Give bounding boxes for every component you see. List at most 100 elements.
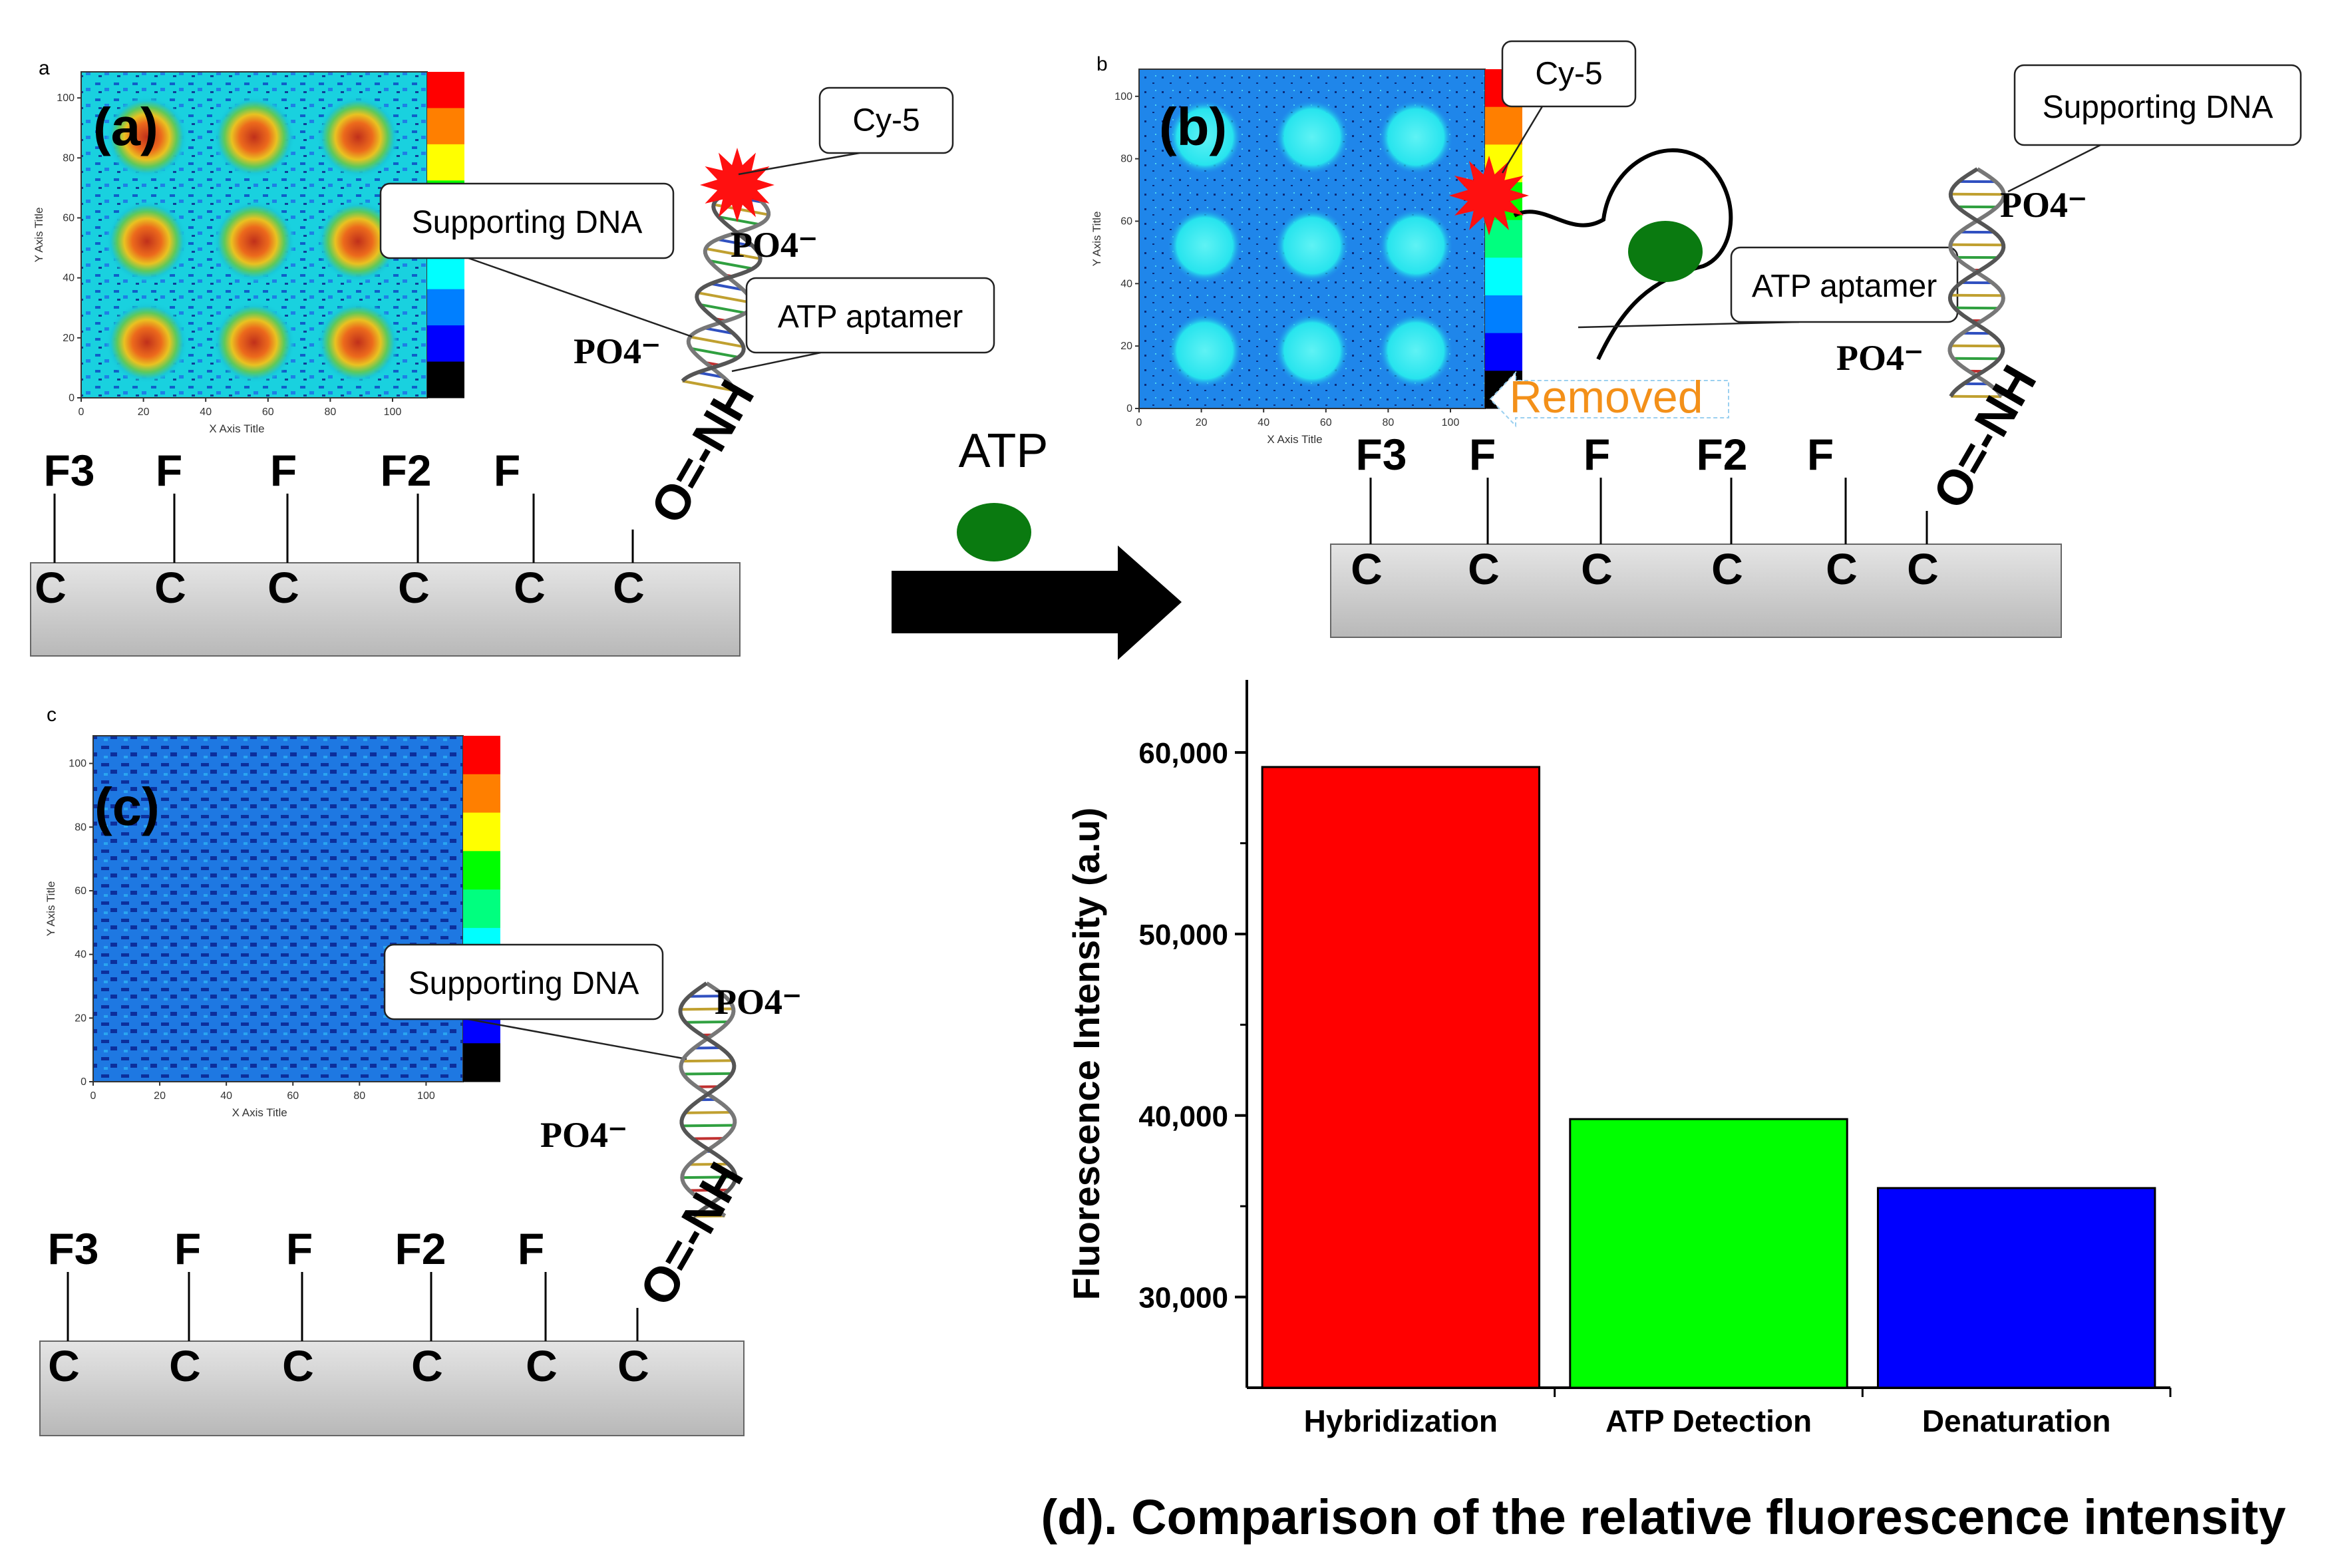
y-axis-title: Y Axis Title [45, 881, 57, 937]
y-tick-label: 20 [63, 333, 75, 344]
spot [1167, 100, 1242, 174]
spot [1379, 100, 1453, 174]
base-pair [691, 347, 739, 359]
y-tick-label: 40 [75, 949, 86, 961]
arrow-label: ATP [959, 424, 1049, 478]
po4-bottom: PO4⁻ [1836, 338, 1924, 378]
y-tick-label: 80 [63, 152, 75, 164]
base-pair [697, 291, 753, 305]
surface-label: F2 [395, 1224, 446, 1273]
substrate [30, 562, 741, 657]
x-tick-label: 0 [1136, 417, 1142, 428]
cy5-callout-pointer [738, 152, 860, 176]
spot [1275, 313, 1349, 389]
bar-hybridization [1261, 766, 1541, 1389]
y-axis-label: Fluorescence Intensity (a.u) [1065, 808, 1107, 1301]
x-tick-label: 20 [154, 1090, 166, 1102]
colorbar-swatch [427, 108, 464, 145]
dna-strand [1947, 167, 2006, 398]
y-tick-label: 60,000 [1138, 737, 1228, 770]
dna-strand [1947, 167, 2006, 398]
colorbar-swatch [463, 736, 500, 775]
y-tick-label: 0 [69, 392, 75, 404]
removed-label: Removed [1509, 372, 1703, 422]
dna-strand [679, 981, 737, 1218]
x-tick-label: 60 [262, 406, 274, 418]
spot [213, 96, 295, 178]
base-pair [693, 1137, 725, 1140]
base-pair [689, 1188, 729, 1192]
x-tick-label: 40 [220, 1090, 232, 1102]
surface-label: F3 [1355, 430, 1407, 479]
y-tick-label: 20 [75, 1013, 86, 1024]
supporting-dna-callout-box [379, 182, 675, 259]
atp-molecule [957, 503, 1031, 561]
y-tick-label: 0 [1126, 403, 1132, 414]
po4-top: PO4⁻ [731, 225, 818, 265]
x-tick-label: 80 [353, 1090, 365, 1102]
carbon-label: C [1351, 544, 1383, 593]
spot [1167, 208, 1242, 283]
y-tick-label: 100 [69, 758, 86, 770]
dna-strand [686, 186, 771, 392]
surface-label: F2 [1696, 430, 1747, 479]
x-axis-title: X Axis Title [1267, 433, 1322, 446]
y-tick-label: 50,000 [1138, 919, 1228, 951]
supporting-dna-callout-pointer [468, 1018, 687, 1060]
colorbar-swatch [427, 144, 464, 181]
carbon-label: C [35, 563, 67, 612]
colorbar-swatch [463, 1043, 500, 1082]
surface-label: F3 [43, 446, 94, 495]
cy5-callout-box [818, 86, 954, 154]
carbon-label: C [169, 1341, 201, 1390]
carbon-label: C [154, 563, 186, 612]
y-tick-label: 100 [1114, 91, 1132, 102]
x-tick-label: 80 [1383, 417, 1395, 428]
spot [317, 301, 399, 384]
panel-c-corner: c [47, 704, 57, 726]
x-tick-label: 40 [200, 406, 212, 418]
supporting-dna-callout-text: Supporting DNA [409, 966, 639, 1001]
spot [105, 200, 188, 283]
carbon-label: C [1711, 544, 1743, 593]
panel-a-corner: a [39, 57, 50, 79]
surface-label: F2 [380, 446, 431, 495]
x-tick-label: 100 [1442, 417, 1460, 428]
po4-bottom: PO4⁻ [540, 1115, 627, 1155]
spot [317, 96, 399, 178]
po4-top: PO4⁻ [715, 982, 802, 1022]
spot [105, 96, 188, 178]
colorbar-swatch [463, 774, 500, 814]
spot [1379, 208, 1453, 283]
removed-arrow [1489, 371, 1729, 428]
cy5-starburst [700, 148, 774, 222]
base-pair [710, 282, 744, 291]
x-tick-label: 60 [1320, 417, 1332, 428]
base-pair [704, 327, 734, 335]
cy5-callout-text: Cy-5 [852, 103, 920, 138]
y-tick-label: 30,000 [1138, 1282, 1228, 1315]
carbon-label: C [282, 1341, 314, 1390]
x-tick-label: 60 [287, 1090, 299, 1102]
base-pair [685, 1111, 731, 1114]
panel-b-corner: b [1096, 53, 1108, 75]
y-tick-label: 40 [63, 273, 75, 284]
colorbar-swatch [463, 851, 500, 890]
spot [105, 301, 188, 384]
x-tick-label: 20 [138, 406, 150, 418]
base-pair [682, 379, 735, 392]
y-axis-title: Y Axis Title [33, 208, 45, 263]
panel-a-tag: (a) [93, 97, 158, 156]
base-pair [705, 247, 761, 260]
carbon-label: C [48, 1341, 80, 1390]
dna-strand [678, 981, 738, 1218]
colorbar-swatch [427, 289, 464, 326]
y-tick-label: 80 [1120, 154, 1132, 165]
panel-d-caption: (d). Comparison of the relative fluoresc… [1041, 1490, 2286, 1545]
surface-label: F [494, 446, 520, 495]
spot [1167, 313, 1242, 389]
aptamer-callout-text: ATP aptamer [778, 299, 963, 335]
panel-c-tag: (c) [94, 777, 160, 836]
cy5-callout-box [1501, 40, 1637, 108]
